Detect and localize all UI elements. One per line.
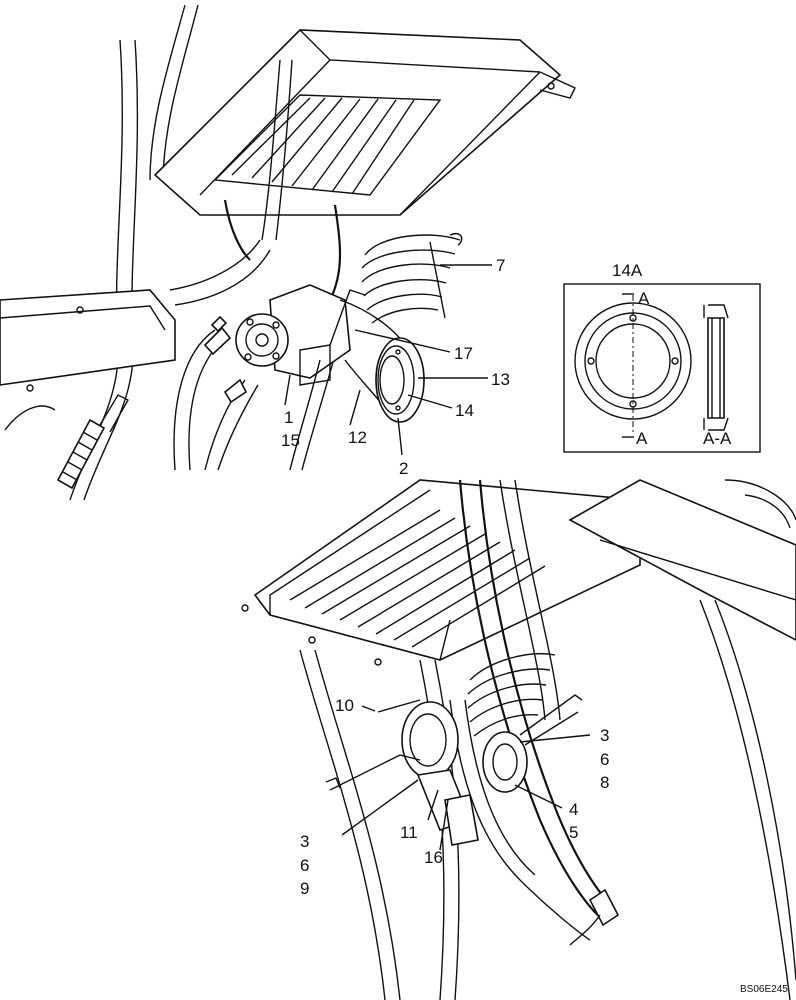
callout-17: 17 [454, 344, 473, 363]
callout-6a: 6 [600, 750, 609, 769]
callout-7: 7 [496, 256, 505, 275]
callout-9: 9 [300, 879, 309, 898]
section-label: A-A [703, 429, 732, 448]
callout-4: 4 [569, 800, 578, 819]
callout-10: 10 [335, 696, 354, 715]
detail-14a: 14A A A A-A [563, 261, 761, 453]
upper-assembly-illustration [0, 4, 576, 501]
callout-12: 12 [348, 428, 367, 447]
callout-13: 13 [491, 370, 510, 389]
section-marker-top: A [638, 289, 650, 308]
callout-1: 1 [284, 408, 293, 427]
callout-5: 5 [569, 823, 578, 842]
callout-16: 16 [424, 848, 443, 867]
callout-3a: 3 [600, 726, 609, 745]
callouts: 7 17 13 14 1 15 12 2 10 3 6 8 4 5 11 16 … [281, 256, 609, 898]
section-marker-bottom: A [636, 429, 648, 448]
callout-2: 2 [399, 459, 408, 478]
lower-assembly-illustration [241, 479, 796, 1000]
detail-title: 14A [612, 261, 643, 280]
drawing-id: BS06E245 [740, 984, 788, 995]
callout-8: 8 [600, 773, 609, 792]
detail-frame [563, 283, 761, 453]
callout-15: 15 [281, 431, 300, 450]
callout-11: 11 [400, 823, 418, 842]
callout-14: 14 [455, 401, 474, 420]
callout-6b: 6 [300, 856, 309, 875]
callout-3b: 3 [300, 832, 309, 851]
